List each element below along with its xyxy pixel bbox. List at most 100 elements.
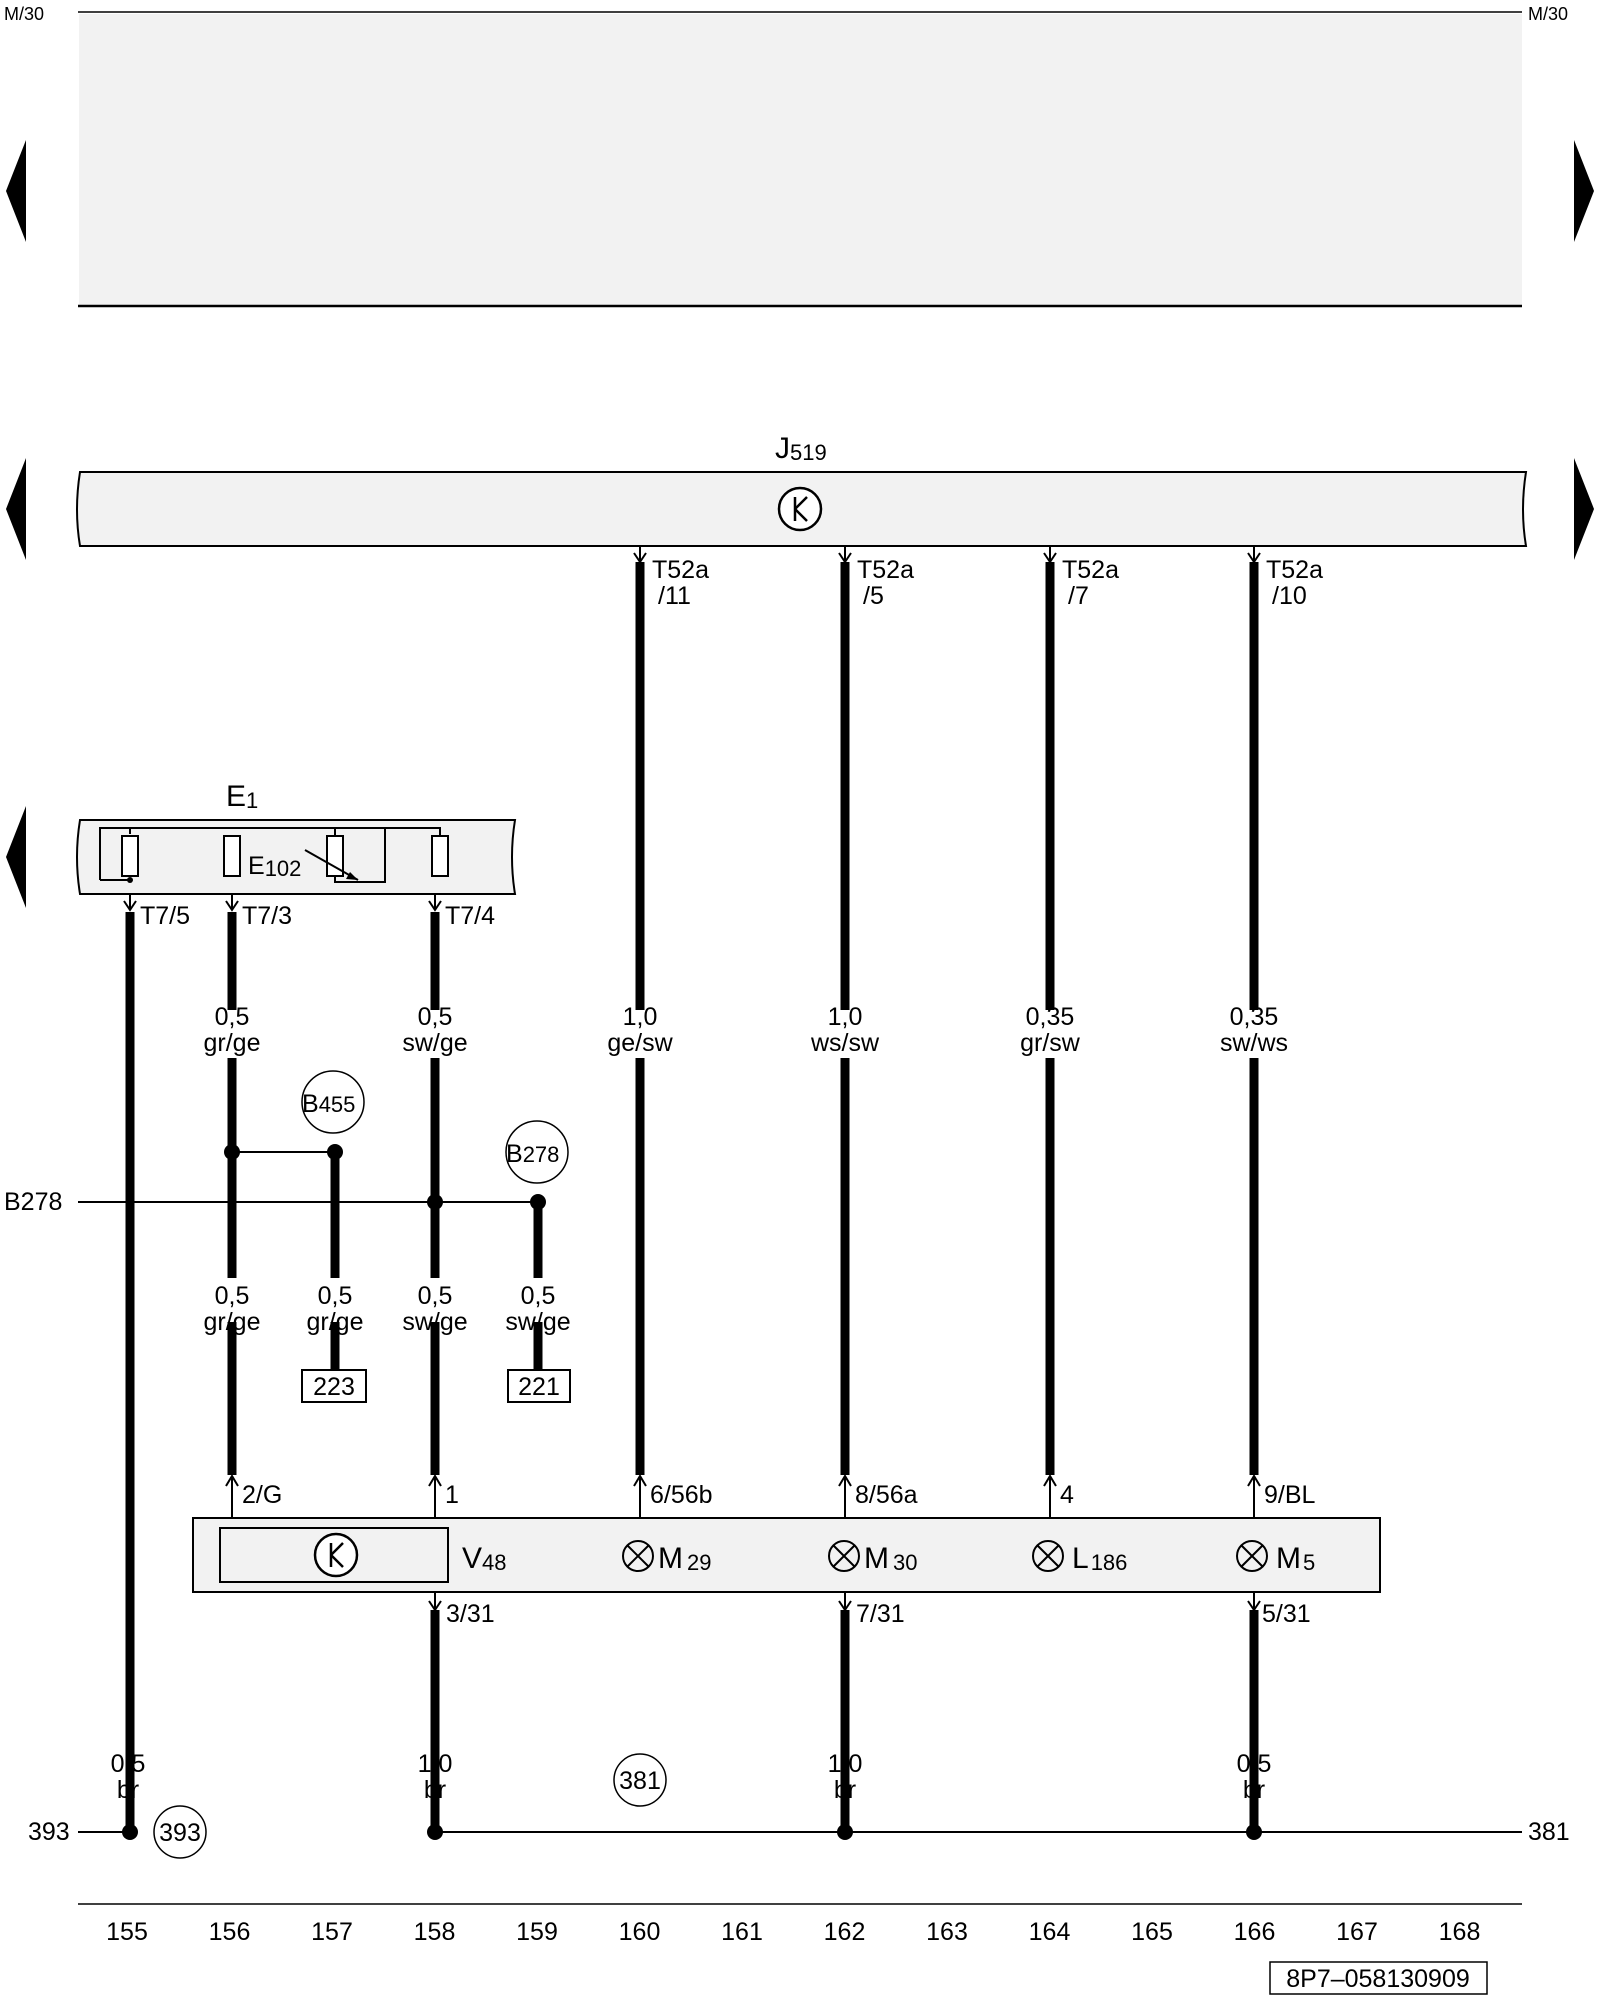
- track-number: 167: [1336, 1918, 1378, 1946]
- b278-connection-badge[interactable]: B278: [505, 1120, 569, 1184]
- wire-label-158-mid: 0,5 sw/ge: [402, 1282, 467, 1336]
- b278-end-dot: [530, 1194, 546, 1210]
- wire-label-157: 0,5 gr/ge: [307, 1282, 364, 1336]
- next-page-arrow-top[interactable]: [1574, 140, 1594, 242]
- track-number: 155: [106, 1918, 148, 1946]
- svg-text:/10: /10: [1272, 582, 1307, 610]
- connector-8-56a: 8/56a: [838, 1474, 918, 1518]
- ground-label-393: 393: [28, 1818, 70, 1846]
- track-number: 163: [926, 1918, 968, 1946]
- connector-t7-4: T7/4: [428, 894, 495, 930]
- svg-text:gr/ge: gr/ge: [204, 1308, 261, 1336]
- svg-text:8/56a: 8/56a: [855, 1481, 918, 1509]
- wire-label-164: 0,35 gr/sw: [1020, 1003, 1081, 1057]
- svg-text:9/BL: 9/BL: [1264, 1481, 1316, 1509]
- ground-dot-162: [837, 1824, 853, 1840]
- track-number: 156: [209, 1918, 251, 1946]
- ground-connection-badge-393[interactable]: 393: [153, 1805, 207, 1859]
- wire-label-158-ground: 1,0 br: [418, 1750, 453, 1804]
- page-ref-left: M/30: [4, 4, 44, 24]
- svg-text:T7/3: T7/3: [242, 902, 292, 930]
- svg-text:br: br: [424, 1776, 446, 1804]
- svg-text:M30: M30: [864, 1542, 917, 1575]
- svg-text:br: br: [834, 1776, 856, 1804]
- track-number: 168: [1439, 1918, 1481, 1946]
- next-page-arrow-j519[interactable]: [1574, 458, 1594, 560]
- svg-text:M5: M5: [1276, 1542, 1315, 1575]
- svg-text:B278: B278: [506, 1140, 559, 1168]
- track-number: 162: [824, 1918, 866, 1946]
- svg-text:223: 223: [313, 1373, 355, 1401]
- svg-text:T52a: T52a: [1266, 556, 1323, 584]
- svg-text:ge/sw: ge/sw: [607, 1029, 673, 1057]
- wire-label-166-ground: 0,5 br: [1237, 1750, 1272, 1804]
- track-number: 161: [721, 1918, 763, 1946]
- lamp-icon: [622, 1540, 654, 1572]
- prev-page-arrow-e1[interactable]: [6, 806, 26, 908]
- b455-end-dot: [327, 1144, 343, 1160]
- svg-text:sw/ge: sw/ge: [505, 1308, 570, 1336]
- svg-text:L186: L186: [1072, 1542, 1127, 1575]
- svg-text:0,5: 0,5: [215, 1003, 250, 1031]
- connector-t52a-5: T52a /5: [838, 546, 914, 610]
- j519-label: J519: [775, 432, 827, 465]
- connector-9-bl: 9/BL: [1247, 1474, 1316, 1518]
- svg-text:M29: M29: [658, 1542, 711, 1575]
- l186-label: L186: [1072, 1542, 1127, 1575]
- ground-dot-166: [1246, 1824, 1262, 1840]
- svg-text:br: br: [1243, 1776, 1265, 1804]
- wire-label-156-mid: 0,5 gr/ge: [204, 1282, 261, 1336]
- e1-light-switch[interactable]: [76, 819, 517, 895]
- svg-text:221: 221: [518, 1373, 560, 1401]
- doc-id-box: [1269, 1961, 1488, 1995]
- connector-t7-5: T7/5: [123, 894, 190, 930]
- prev-page-arrow-top[interactable]: [6, 140, 26, 242]
- ground-dot-158: [427, 1824, 443, 1840]
- connector-1: 1: [428, 1474, 459, 1518]
- connector-4: 4: [1043, 1474, 1074, 1518]
- track-number: 166: [1234, 1918, 1276, 1946]
- doc-id: 8P7–058130909: [1286, 1965, 1470, 1993]
- svg-text:gr/sw: gr/sw: [1020, 1029, 1081, 1057]
- svg-text:V48: V48: [462, 1542, 507, 1575]
- svg-text:381: 381: [619, 1767, 661, 1795]
- ground-connection-badge-381[interactable]: 381: [613, 1753, 667, 1807]
- wire-label-160: 1,0 ge/sw: [607, 1003, 673, 1057]
- svg-text:0,5: 0,5: [111, 1750, 146, 1778]
- svg-text:1,0: 1,0: [828, 1003, 863, 1031]
- track-number: 164: [1029, 1918, 1071, 1946]
- lamp-icon: [1032, 1540, 1064, 1572]
- svg-text:0,5: 0,5: [418, 1003, 453, 1031]
- track-number: 159: [516, 1918, 558, 1946]
- connector-2-g: 2/G: [225, 1474, 282, 1518]
- b455-connection-badge[interactable]: B455: [301, 1070, 365, 1134]
- b455-junction-dot: [224, 1144, 240, 1160]
- svg-text:0,35: 0,35: [1026, 1003, 1075, 1031]
- svg-text:sw/ws: sw/ws: [1220, 1029, 1288, 1057]
- svg-text:393: 393: [159, 1819, 201, 1847]
- ref-box-223[interactable]: 223: [301, 1369, 367, 1403]
- e1-internal-circuit: [99, 827, 449, 883]
- connector-7-31: 7/31: [838, 1592, 905, 1628]
- m5-label: M5: [1276, 1542, 1315, 1575]
- svg-text:J519: J519: [775, 432, 827, 465]
- connector-t52a-10: T52a /10: [1247, 546, 1323, 610]
- svg-text:1: 1: [445, 1481, 459, 1509]
- svg-text:1,0: 1,0: [623, 1003, 658, 1031]
- b278-junction-dot: [427, 1194, 443, 1210]
- prev-page-arrow-j519[interactable]: [6, 458, 26, 560]
- svg-text:ws/sw: ws/sw: [810, 1029, 880, 1057]
- ref-box-221[interactable]: 221: [507, 1369, 571, 1403]
- wire-label-166: 0,35 sw/ws: [1220, 1003, 1288, 1057]
- electronic-component-icon: [313, 1532, 359, 1578]
- svg-text:0,5: 0,5: [521, 1282, 556, 1310]
- svg-text:/11: /11: [658, 582, 691, 610]
- svg-text:T7/4: T7/4: [445, 902, 495, 930]
- svg-text:sw/ge: sw/ge: [402, 1308, 467, 1336]
- svg-text:T52a: T52a: [857, 556, 914, 584]
- connector-5-31: 5/31: [1247, 1592, 1311, 1628]
- b278-line-label: B278: [4, 1188, 62, 1216]
- svg-text:sw/ge: sw/ge: [402, 1029, 467, 1057]
